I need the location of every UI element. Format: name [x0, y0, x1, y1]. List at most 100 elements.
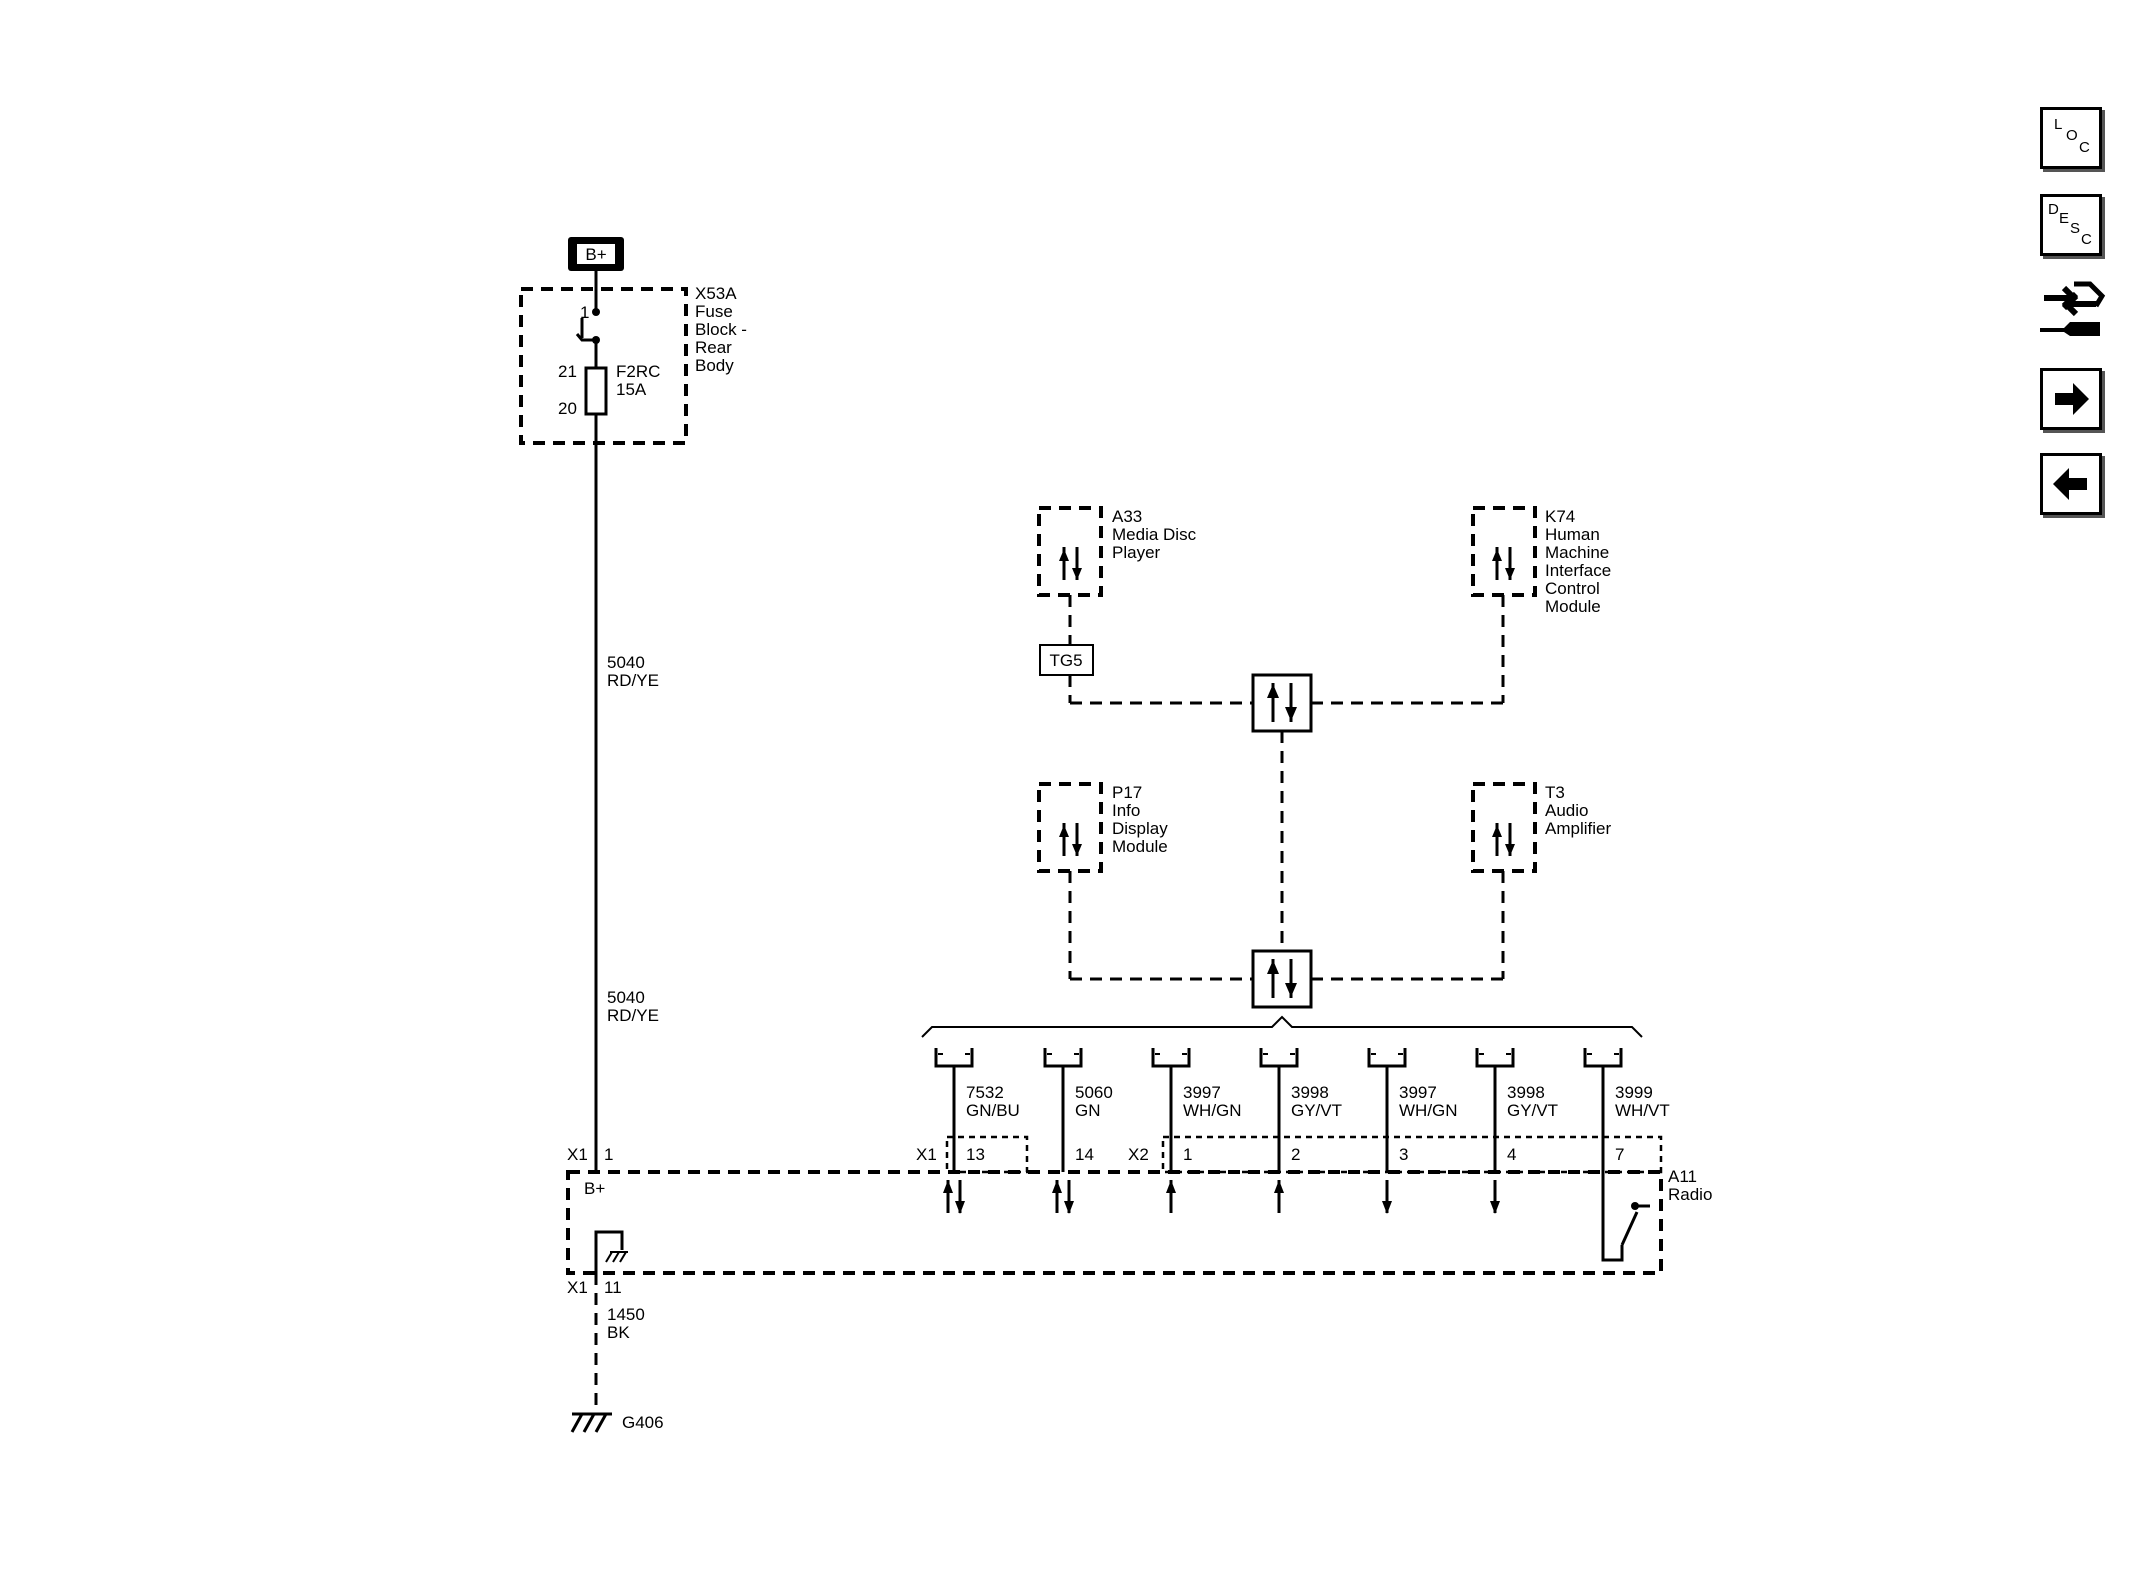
supply-wire-color-lower: RD/YE: [607, 1006, 659, 1025]
t3-name-2: Amplifier: [1545, 819, 1611, 838]
wire-pin: 14: [1075, 1145, 1094, 1164]
p17-name-3: Module: [1112, 837, 1168, 856]
t3-name-1: Audio: [1545, 801, 1588, 820]
k74-name-4: Control: [1545, 579, 1600, 598]
wire-pin: 13: [966, 1145, 985, 1164]
supply-wire-circuit-upper: 5040: [607, 653, 645, 672]
lower-bus: [1068, 871, 1505, 1009]
t3-id: T3: [1545, 783, 1565, 802]
wire-circuit: 7532: [966, 1083, 1004, 1102]
wire-pin: 4: [1507, 1145, 1516, 1164]
desc-letter-d: D: [2048, 201, 2059, 218]
arrow-down-head: [1064, 1201, 1074, 1214]
wire-circuit: 3997: [1399, 1083, 1437, 1102]
wire-color: GY/VT: [1291, 1101, 1342, 1120]
arrow-left-icon[interactable]: [2040, 453, 2102, 515]
wire-circuit: 3999: [1615, 1083, 1653, 1102]
power-source: B+: [568, 237, 624, 271]
k74-id: K74: [1545, 507, 1575, 526]
wire-color: WH/GN: [1183, 1101, 1242, 1120]
desc-button[interactable]: D E S C: [2040, 194, 2102, 256]
desc-letter-e: E: [2059, 210, 2070, 227]
wire-color: GY/VT: [1507, 1101, 1558, 1120]
a33-name-2: Player: [1112, 543, 1161, 562]
bus-bracket: [921, 1015, 1643, 1038]
fuse-block-id: X53A: [695, 284, 737, 303]
k74-name-5: Module: [1545, 597, 1601, 616]
power-label: B+: [585, 245, 606, 264]
bus-wires: 7532GN/BU135060GN143997WH/GN13998GY/VT23…: [934, 1048, 1670, 1214]
fuse-block-pin-out: 20: [558, 399, 577, 418]
supply-wire-color-upper: RD/YE: [607, 671, 659, 690]
terminal-symbol: [1043, 1048, 1083, 1068]
wire-pin: 1: [1183, 1145, 1192, 1164]
loc-letter-l: L: [2054, 116, 2063, 133]
fuse-id: F2RC: [616, 362, 660, 381]
module-a33: A33 Media Disc Player: [1037, 506, 1197, 597]
p17-name-1: Info: [1112, 801, 1140, 820]
radio-x1-ground-connector: X1: [567, 1278, 588, 1297]
terminal-symbol: [934, 1048, 974, 1068]
fuse-block-name-4: Body: [695, 356, 734, 375]
arrow-up-head: [1052, 1180, 1062, 1193]
connector-repair-icon[interactable]: [2034, 276, 2106, 348]
fuse-block-name-2: Block -: [695, 320, 747, 339]
supply-wire: 5040 RD/YE 5040 RD/YE: [607, 653, 659, 1025]
wire-color: WH/VT: [1615, 1101, 1670, 1120]
upper-bus: [1070, 595, 1505, 951]
wire-pin: 7: [1615, 1145, 1624, 1164]
k74-name-2: Machine: [1545, 543, 1609, 562]
fuse-block-x53a: 1 21 20 F2RC 15A X53A Fuse Block - Rear …: [519, 271, 747, 1172]
loc-button[interactable]: L O C: [2040, 107, 2102, 169]
module-k74: K74 Human Machine Interface Control Modu…: [1471, 506, 1611, 616]
ground-g406: G406: [570, 1412, 664, 1433]
arrow-up-head: [1166, 1180, 1176, 1193]
arrow-down-head: [1490, 1201, 1500, 1214]
fuse-block-name-3: Rear: [695, 338, 732, 357]
wire-circuit: 3998: [1507, 1083, 1545, 1102]
terminal-symbol: [1583, 1048, 1623, 1068]
k74-name-3: Interface: [1545, 561, 1611, 580]
k74-name-1: Human: [1545, 525, 1600, 544]
ground-wire-color: BK: [607, 1323, 630, 1342]
arrow-up-head: [943, 1180, 953, 1193]
ground-label: G406: [622, 1413, 664, 1432]
radio-a11: A11 Radio B+ X1 1 X1 X2 X1 11: [566, 1135, 1712, 1297]
wire-pin: 2: [1291, 1145, 1300, 1164]
radio-bplus-label: B+: [584, 1179, 605, 1198]
radio-x1-power-connector: X1: [567, 1145, 588, 1164]
arrow-up-head: [1274, 1180, 1284, 1193]
p17-name-2: Display: [1112, 819, 1168, 838]
desc-letter-s: S: [2070, 220, 2081, 237]
wire-circuit: 3997: [1183, 1083, 1221, 1102]
supply-wire-circuit-lower: 5040: [607, 988, 645, 1007]
loc-letter-o: O: [2066, 127, 2078, 144]
radio-name: Radio: [1668, 1185, 1712, 1204]
terminal-symbol: [1151, 1048, 1191, 1068]
wire-circuit: 3998: [1291, 1083, 1329, 1102]
desc-letter-c: C: [2081, 231, 2092, 248]
wire-color: GN/BU: [966, 1101, 1020, 1120]
radio-id: A11: [1668, 1167, 1697, 1186]
module-p17: P17 Info Display Module: [1037, 782, 1168, 873]
fuse-block-name-1: Fuse: [695, 302, 733, 321]
radio-power-pin: 1: [604, 1145, 613, 1164]
ground-wire: 1450 BK: [594, 1273, 645, 1414]
a33-name-1: Media Disc: [1112, 525, 1197, 544]
terminal-symbol: [1475, 1048, 1515, 1068]
fuse-block-pin-in: 21: [558, 362, 577, 381]
fuse-rating: 15A: [616, 380, 647, 399]
splice-label: TG5: [1049, 651, 1082, 670]
arrow-right-icon[interactable]: [2040, 368, 2102, 430]
ground-wire-circuit: 1450: [607, 1305, 645, 1324]
radio-ground-pin: 11: [604, 1278, 622, 1297]
wire-color: GN: [1075, 1101, 1101, 1120]
arrow-down-head: [1382, 1201, 1392, 1214]
